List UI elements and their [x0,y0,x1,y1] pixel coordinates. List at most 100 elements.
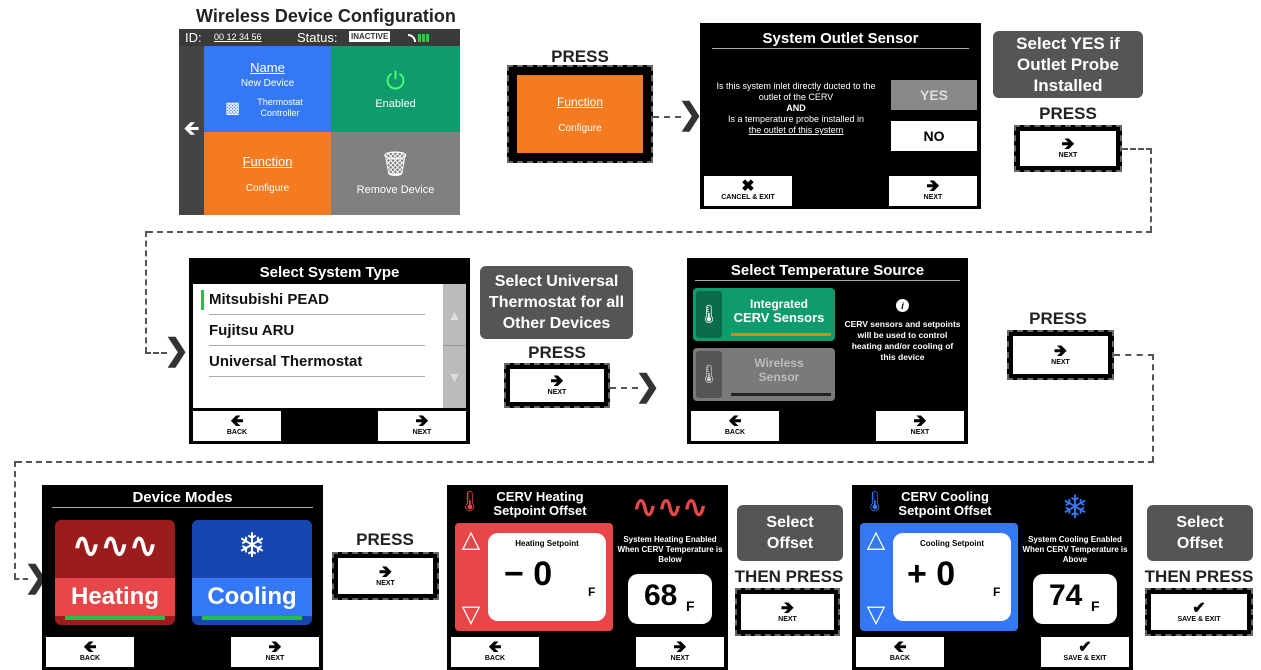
scroll-down-icon[interactable]: ▼ [447,369,462,385]
then-press-label-2: THEN PRESS [1144,567,1254,586]
cooling-tile[interactable]: ❄ Cooling [192,520,312,625]
integrated-line1: Integrated [749,297,808,311]
outlet-next-button[interactable]: 🡺 NEXT [889,176,977,206]
heating-tile[interactable]: ∿∿∿ Heating [55,520,175,625]
step1-function-title: Function [556,94,604,109]
trash-icon: 🗑 [380,150,411,178]
device-type: Thermostat Controller [257,96,303,118]
system-item-3: Universal Thermostat [209,353,363,370]
heat-next-button[interactable]: 🡺 NEXT [636,637,724,667]
connector-3 [610,387,638,389]
outlet-title-underline [712,48,969,49]
note-yes-line3: Installed [1033,76,1103,95]
next-arrow-icon: 🡺 [926,178,940,195]
enabled-tile[interactable]: ⏻ Enabled [331,46,460,132]
integrated-option[interactable]: 🌡 Integrated CERV Sensors [693,288,835,341]
next-press-frame-4: 🡺 NEXT [332,552,439,600]
next-label-5: NEXT [778,615,797,623]
next-button-3[interactable]: 🡺 NEXT [1013,336,1108,374]
cool-offset-unit: F [993,585,1001,599]
tempsrc-next-button[interactable]: 🡺 NEXT [876,411,964,441]
outlet-q2a: Is a temperature probe installed in [727,114,865,124]
status-label: Status: [297,30,338,45]
function-tile[interactable]: Function Configure [204,132,331,215]
arrow-3-icon: ❯ [635,370,661,403]
wdc-status-bar: ID: 00 12 34 56 Status: INACTIVE [179,29,460,46]
decrease-arrow-icon[interactable]: ▽ [866,600,886,628]
modes-title-underline [52,507,313,508]
increase-arrow-icon[interactable]: △ [461,525,481,553]
connector-4c [16,461,1154,463]
arrow-2-icon: ❯ [164,334,190,367]
next-button-5[interactable]: 🡺 NEXT [741,594,834,630]
name-title: Name [250,59,285,75]
list-scrollbar[interactable]: ▲ ▼ [443,284,466,408]
next-arrow-icon: 🡺 [415,413,429,430]
modes-back-button[interactable]: 🡸 BACK [46,637,134,667]
cancel-label: CANCEL & EXIT [721,194,775,201]
heating-label: Heating [55,578,175,616]
scroll-up-icon[interactable]: ▲ [443,284,466,346]
list-item-fujitsu[interactable]: Fujitsu ARU [193,315,435,346]
wireless-option[interactable]: 🌡 Wireless Sensor [693,348,835,401]
outlet-question: Is this system inlet directly ducted to … [706,81,886,136]
tempsrc-back-button[interactable]: 🡸 BACK [691,411,779,441]
next-button-2[interactable]: 🡺 NEXT [510,369,604,402]
back-arrow-icon: 🡸 [893,639,907,656]
status-badge: INACTIVE [349,31,391,42]
systype-next-button[interactable]: 🡺 NEXT [378,411,466,441]
cool-save-button[interactable]: ✔ SAVE & EXIT [1041,637,1129,667]
list-item-universal[interactable]: Universal Thermostat [193,346,435,377]
next-label-2: NEXT [547,389,567,396]
increase-arrow-icon[interactable]: △ [866,525,886,553]
wireless-thermometer-icon: 🌡 [696,351,722,398]
decrease-arrow-icon[interactable]: ▽ [461,600,481,628]
heating-setpoint-screen: 🌡 CERV Heating Setpoint Offset △ ▽ Heati… [447,485,728,670]
no-button[interactable]: NO [891,121,977,151]
next-label-4: NEXT [376,579,395,587]
next-arrow-icon: 🡺 [1054,342,1067,360]
next-label-3: NEXT [1051,358,1070,366]
next-arrow-icon: 🡺 [1061,136,1075,153]
cool-title2: Setpoint Offset [898,503,992,518]
remove-device-tile[interactable]: 🗑 Remove Device [331,132,460,215]
save-exit-button[interactable]: ✔ SAVE & EXIT [1151,594,1247,630]
function-value: Configure [245,182,290,194]
save-exit-label: SAVE & EXIT [1177,615,1221,623]
select-offset-1-line1: Select [766,514,814,531]
cool-offset-panel: △ ▽ Cooling Setpoint + 0 F [860,523,1018,631]
note-select-offset-2: Select Offset [1147,505,1253,561]
modes-next-button[interactable]: 🡺 NEXT [231,637,319,667]
next-button-1[interactable]: 🡺 NEXT [1020,131,1116,166]
cool-info: System Cooling Enabled When CERV Tempera… [1022,535,1128,564]
next-arrow-icon: 🡺 [673,639,687,656]
heat-offset-panel: △ ▽ Heating Setpoint − 0 F [455,523,613,631]
cool-back-button[interactable]: 🡸 BACK [856,637,944,667]
name-value: New Device [240,77,295,89]
next-label-1: NEXT [1058,152,1078,159]
list-item-mitsubishi[interactable]: Mitsubishi PEAD [193,284,435,315]
heat-waves-icon: ∿∿∿ [72,527,158,565]
name-tile[interactable]: Name New Device ▩ Thermostat Controller [204,46,331,132]
note-select-yes: Select YES if Outlet Probe Installed [993,31,1143,98]
back-arrow-icon: 🡸 [230,413,244,430]
signal-icon [408,33,430,42]
next-button-4[interactable]: 🡺 NEXT [338,558,433,594]
wdc-heading: Wireless Device Configuration [196,6,456,26]
heat-thermometer-icon: 🌡 [457,491,483,513]
heat-waves-icon: ∿∿∿ [632,490,708,524]
next-arrow-icon: 🡺 [913,413,927,430]
cool-setpoint-label: Cooling Setpoint [920,539,984,548]
tempsrc-title-underline [695,280,960,281]
systype-back-button[interactable]: 🡸 BACK [193,411,281,441]
cool-title1: CERV Cooling [901,489,989,504]
function-button[interactable]: Function Configure [517,75,643,153]
heat-back-button[interactable]: 🡸 BACK [451,637,539,667]
yes-button[interactable]: YES [891,80,977,110]
id-label: ID: [185,30,202,45]
id-value: 00 12 34 56 [214,32,262,42]
outlet-q2b: the outlet of this system [748,125,844,135]
cancel-exit-button[interactable]: ✖ CANCEL & EXIT [704,176,792,206]
cool-thermometer-icon: 🌡 [862,491,888,513]
back-arrow-button[interactable]: 🡸 [179,46,204,215]
